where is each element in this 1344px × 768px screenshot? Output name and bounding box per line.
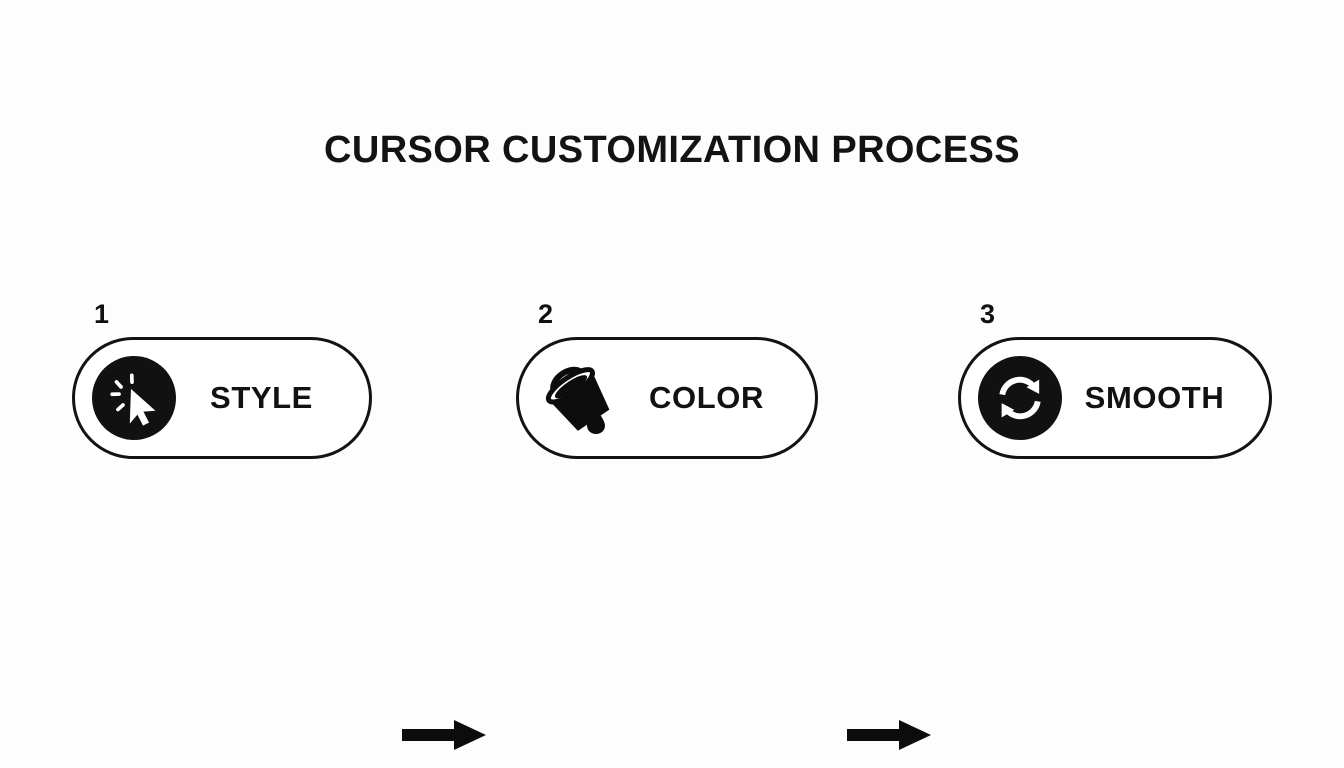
- paint-bucket-icon: [545, 366, 610, 434]
- arrow-right-icon: [402, 720, 486, 750]
- step-number-1: 1: [94, 299, 110, 329]
- icon-disc-1: [92, 356, 176, 440]
- process-step-1[interactable]: 1: [72, 301, 372, 459]
- step-label-2: COLOR: [649, 380, 764, 415]
- process-flow: 1: [0, 301, 1344, 750]
- flow-arrow-2: [847, 718, 931, 752]
- step-number-2: 2: [538, 299, 554, 329]
- step-pill-1[interactable]: STYLE: [72, 337, 372, 459]
- step-icon-slot-1: [88, 352, 180, 444]
- page-title: CURSOR CUSTOMIZATION PROCESS: [324, 129, 1020, 171]
- step-pill-3[interactable]: SMOOTH: [958, 337, 1272, 459]
- step-number-3: 3: [980, 299, 996, 329]
- icon-plain-2: [536, 356, 620, 440]
- refresh-sync-icon: [999, 376, 1041, 420]
- step-icon-slot-3: [974, 352, 1066, 444]
- step-label-3: SMOOTH: [1084, 380, 1225, 415]
- icon-disc-3: [978, 356, 1062, 440]
- flow-arrow-1: [402, 718, 486, 752]
- step-icon-slot-2: [532, 352, 624, 444]
- process-step-3[interactable]: 3: [958, 301, 1272, 459]
- process-step-2[interactable]: 2: [516, 301, 818, 459]
- arrow-right-icon: [847, 720, 931, 750]
- step-label-1: STYLE: [210, 380, 313, 415]
- step-pill-2[interactable]: COLOR: [516, 337, 818, 459]
- cursor-click-icon: [110, 373, 156, 426]
